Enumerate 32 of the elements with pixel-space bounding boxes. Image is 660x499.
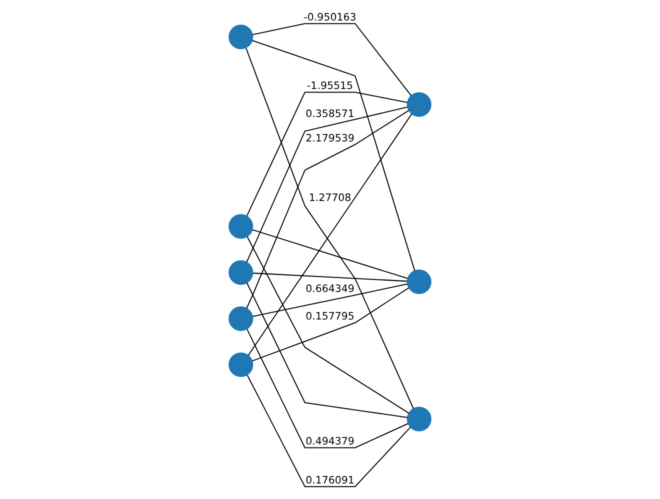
edge-label: 1.27708 <box>308 192 352 204</box>
connector <box>252 229 408 279</box>
node-circle <box>228 260 254 285</box>
connector <box>252 287 410 362</box>
edge-label: 0.664349 <box>306 283 354 296</box>
node-circle <box>406 269 432 294</box>
node-circle <box>228 214 254 239</box>
edge-label: 0.157795 <box>306 310 354 323</box>
connector <box>246 48 414 409</box>
node-circle <box>406 92 432 117</box>
node-circle <box>228 352 254 378</box>
connector <box>252 23 412 96</box>
connector <box>248 114 412 356</box>
connector <box>246 236 410 414</box>
node-circle <box>406 406 432 432</box>
edge-label: 0.494379 <box>306 436 354 448</box>
node-circle <box>228 306 254 331</box>
edge-label: -0.950163 <box>304 12 356 24</box>
connector <box>246 374 411 488</box>
node-circle <box>228 24 254 50</box>
edge-label: 0.176091 <box>306 474 354 487</box>
connector <box>246 328 408 448</box>
connector <box>246 282 408 418</box>
connector <box>246 92 408 216</box>
connector <box>252 284 408 317</box>
connector <box>246 106 408 262</box>
connector <box>252 272 408 282</box>
edge-label: 0.358571 <box>306 108 354 120</box>
edge-label: 2.179539 <box>306 132 354 144</box>
connector <box>246 110 410 308</box>
edge-label: -1.95515 <box>306 80 354 92</box>
connector <box>252 40 416 271</box>
